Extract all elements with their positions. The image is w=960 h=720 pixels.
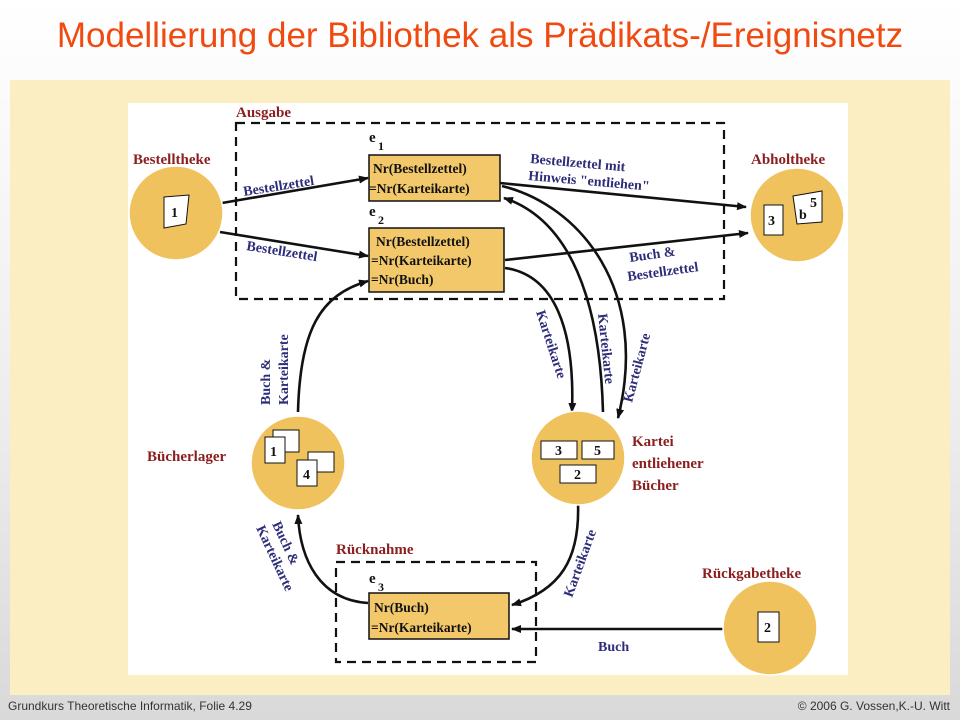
e3-index: 3 [378,580,384,594]
kartei-token-2: 2 [574,468,581,483]
rueckgabetheke-label: Rückgabetheke [702,566,802,582]
e3-condition-line-2: =Nr(Karteikarte) [371,620,472,635]
kartei-token-3: 3 [555,444,562,459]
arc-label-buch-karteikarte-up-line-1: Buch & [259,359,274,405]
arc-kartei-e3 [511,502,580,607]
abholtheke-label: Abholtheke [751,152,826,168]
kartei-label-line-2: entliehener [632,456,704,472]
place-buecherlager: 1 4 Bücherlager [147,415,346,511]
arc-kartei-e1 [503,196,605,413]
arc-e2-kartei [504,266,577,413]
place-abholtheke: 3 b 5 Abholtheke [749,152,845,263]
place-kartei: 3 5 2 Kartei entliehener Bücher [530,410,704,506]
place-bestelltheke: 1 Bestelltheke [128,152,224,261]
ruecknahme-label: Rücknahme [336,542,414,558]
arc-buecherlager-e2 [296,279,369,413]
kartei-token-5: 5 [594,444,601,459]
transition-e2: Nr(Bestellzettel) =Nr(Karteikarte) =Nr(B… [368,204,505,293]
bestelltheke-token-1: 1 [171,206,178,221]
arc-e1-kartei [501,184,628,419]
arc-e3-buecherlager [294,514,369,605]
arc-label-buch-karteikarte-up-line-2: Karteikarte [277,334,292,405]
e3-name: e [369,571,376,587]
e3-condition-line-1: Nr(Buch) [374,600,429,615]
rueckgabetheke-token-2: 2 [764,621,771,636]
abholtheke-token-5: 5 [810,196,817,211]
e2-condition-line-1: Nr(Bestellzettel) [376,234,470,249]
e1-name: e [369,130,376,146]
transition-e1: Nr(Bestellzettel) =Nr(Karteikarte) e 1 [368,130,501,202]
ausgabe-label: Ausgabe [236,105,291,121]
transition-e3: Nr(Buch) =Nr(Karteikarte) e 3 [368,571,510,640]
slide-title: Modellierung der Bibliothek als Prädikat… [56,16,904,55]
e2-condition-line-2: =Nr(Karteikarte) [371,253,472,268]
arc-label-bestellzettel-1: Bestellzettel [242,174,315,200]
buecherlager-token-1: 1 [270,445,277,460]
arc-e1-abholtheke [499,181,747,211]
e1-condition-line-1: Nr(Bestellzettel) [373,161,467,176]
bestelltheke-label: Bestelltheke [133,152,211,168]
arc-label-karteikarte-2: Karteikarte [594,313,616,385]
kartei-label-line-1: Kartei [632,434,674,450]
e2-condition-line-3: =Nr(Buch) [371,272,433,287]
abholtheke-token-b: b [799,208,807,223]
arc-bestelltheke-e1 [221,175,369,205]
footer-course-info: Grundkurs Theoretische Informatik, Folie… [8,699,252,713]
footer-copyright: © 2006 G. Vossen,K.-U. Witt [797,699,950,713]
arc-label-buch: Buch [598,640,629,655]
arc-e2-abholtheke [504,230,749,262]
e2-name: e [369,204,376,220]
buecherlager-label: Bücherlager [147,449,226,465]
abholtheke-token-3: 3 [768,214,775,229]
buecherlager-token-4: 4 [303,468,310,483]
arc-label-karteikarte-1: Karteikarte [532,309,568,381]
ausgabe-region [234,121,726,301]
e2-index: 2 [378,213,384,227]
e1-condition-line-2: =Nr(Karteikarte) [369,181,470,196]
arc-label-buch-bestellzettel-line-1: Buch & [628,245,676,266]
place-rueckgabetheke: 2 Rückgabetheke [702,566,818,676]
arc-bestelltheke-e2 [219,230,369,259]
kartei-label-line-3: Bücher [632,478,679,494]
e1-index: 1 [378,139,384,153]
